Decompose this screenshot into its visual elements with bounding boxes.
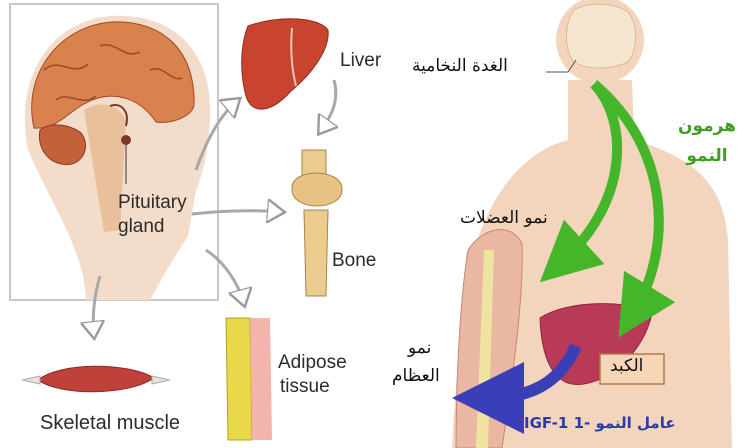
adipose-label-line1: Adipose (278, 352, 347, 374)
muscle-growth-label: نمو العضلات (460, 208, 548, 228)
pituitary-label-line2: gland (118, 216, 165, 238)
bone-illustration (292, 150, 342, 296)
liver-illustration (242, 19, 328, 109)
pituitary-label-arabic: الغدة النخامية (412, 56, 508, 76)
liver-label-arabic: الكبد (610, 356, 643, 376)
bone-growth-label-line2: العظام (392, 366, 440, 386)
english-diagram-panel: Pituitary gland Liver Bone Adipose tissu… (0, 0, 372, 448)
growth-hormone-label-line1: هرمون (672, 116, 742, 136)
bone-growth-label-line1: نمو (408, 338, 431, 358)
igf1-label: عامل النمو -1 IGF-1 (524, 414, 676, 432)
skeletal-muscle-label: Skeletal muscle (40, 412, 180, 435)
bone-label: Bone (332, 250, 376, 272)
pituitary-label-line1: Pituitary (118, 192, 187, 214)
arabic-diagram-panel: الغدة النخامية هرمون النمو نمو العضلات ن… (372, 0, 745, 448)
muscle-illustration (22, 366, 170, 392)
adipose-illustration (226, 318, 272, 440)
adipose-label-line2: tissue (280, 376, 330, 398)
growth-hormone-label-line2: النمو (672, 146, 742, 166)
